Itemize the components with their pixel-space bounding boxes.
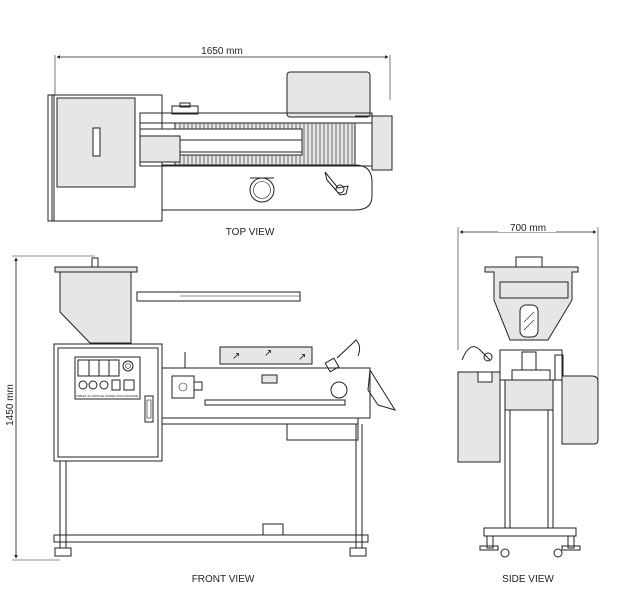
side-view: 700 mm SIDE VIEW — [457, 221, 599, 585]
side-left-panel — [457, 371, 501, 463]
top-width-dimension: 1650 mm — [54, 44, 391, 100]
side-view-caption: SIDE VIEW — [502, 574, 554, 585]
side-caster-right — [553, 548, 563, 558]
side-motor-block — [504, 379, 554, 411]
knob-3 — [99, 380, 109, 390]
side-column — [504, 409, 554, 529]
front-label-board — [219, 346, 313, 365]
side-width-dimension: 700 mm — [457, 221, 599, 380]
door-handle — [144, 395, 154, 423]
top-collection-box — [286, 71, 371, 118]
side-width-label: 700 mm — [510, 223, 546, 234]
height-dimension: 1450 mm — [3, 255, 95, 561]
top-lamp — [324, 171, 349, 196]
front-discharge-chute — [367, 368, 397, 411]
panel-plate-text: TABLET & CAPSULE INSPECTION MACHINE — [76, 394, 139, 398]
knob-2 — [88, 380, 98, 390]
side-collector — [561, 375, 599, 445]
height-label: 1450 mm — [5, 384, 16, 426]
side-base-rail — [483, 527, 577, 537]
front-adjust-block — [171, 375, 195, 399]
knob-1 — [78, 380, 88, 390]
front-collection-tray — [286, 424, 359, 441]
svg-text:↗: ↗ — [264, 348, 272, 359]
front-lamp — [184, 339, 361, 373]
top-hopper-slot — [92, 127, 101, 157]
svg-text:↗: ↗ — [232, 351, 240, 362]
dial-1 — [122, 360, 134, 372]
top-view: 1650 mm TOP VIEW — [47, 44, 393, 238]
front-hopper — [54, 266, 138, 344]
front-floor-box — [262, 523, 284, 536]
control-panel: TABLET & CAPSULE INSPECTION MACHINE — [74, 356, 141, 400]
top-width-label: 1650 mm — [201, 46, 243, 57]
indicator — [123, 379, 135, 391]
top-adjust-knob — [171, 105, 199, 115]
side-hopper — [484, 266, 579, 341]
switch-4 — [108, 359, 120, 377]
switch-5 — [111, 379, 121, 391]
side-sight-window — [519, 304, 539, 338]
front-view-caption: FRONT VIEW — [192, 574, 255, 585]
front-view: 1450 mm TABLET & CAPSULE INSPECTION MACH… — [3, 255, 397, 585]
front-base-rail — [53, 534, 369, 543]
top-view-caption: TOP VIEW — [226, 227, 275, 238]
side-lamp — [461, 346, 491, 361]
svg-text:↗: ↗ — [298, 352, 306, 363]
front-fan — [330, 381, 348, 399]
front-feed-arm — [136, 291, 301, 302]
side-caster-left — [500, 548, 510, 558]
